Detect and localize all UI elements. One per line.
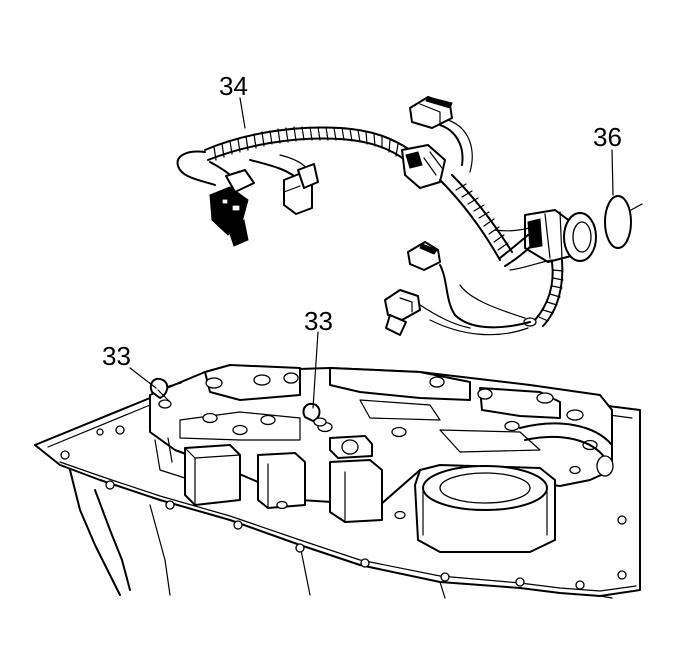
connector-middle xyxy=(283,163,319,215)
leader-36 xyxy=(611,149,614,196)
harness-clip-center xyxy=(401,144,446,189)
valve-body xyxy=(149,364,614,553)
callout-36: 36 xyxy=(593,122,622,152)
connector-top xyxy=(409,96,453,129)
pass-through-connector xyxy=(524,209,597,263)
leader-34 xyxy=(239,97,246,129)
connector-lower-left xyxy=(384,289,421,336)
connector-lower-small xyxy=(407,241,441,271)
connector-left xyxy=(209,169,255,247)
callout-33-right: 33 xyxy=(304,306,333,336)
retainer-clip-right xyxy=(302,402,327,427)
flange-bolt-holes xyxy=(60,425,627,590)
leader-33-left xyxy=(129,367,157,389)
valve-body-bolts xyxy=(202,372,598,520)
wiring-harness xyxy=(176,96,597,336)
seal-ring xyxy=(604,195,643,249)
callout-34: 34 xyxy=(219,71,248,101)
callout-33-left: 33 xyxy=(102,341,131,371)
conduit-rings-top xyxy=(213,126,399,161)
leader-33-right xyxy=(312,331,319,409)
conduit-rings-mid xyxy=(455,183,509,251)
accumulator-housing xyxy=(414,464,556,553)
conduit-rings-low xyxy=(538,269,564,322)
